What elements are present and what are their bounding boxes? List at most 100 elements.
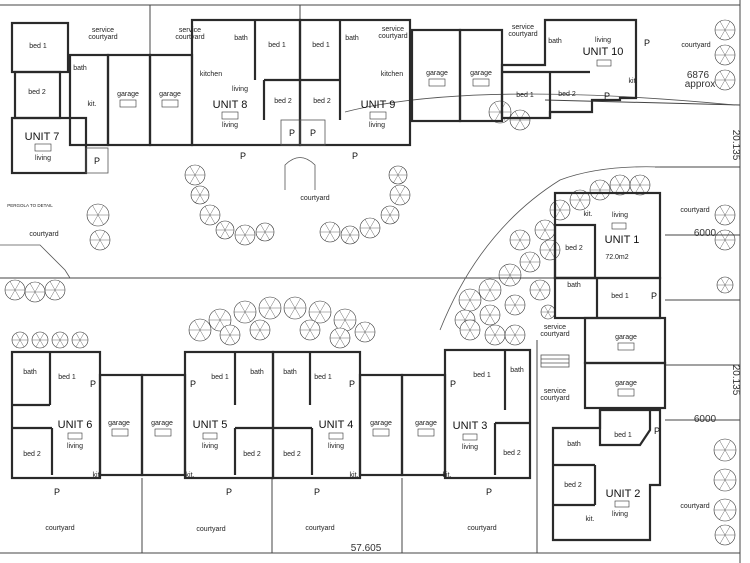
room-label: kitchen [381, 71, 403, 78]
dimension-label: 20.135 [730, 365, 741, 396]
parking-label: P [314, 487, 320, 497]
unit-label: UNIT 2 [606, 488, 641, 500]
room-label: bed 1 [473, 372, 491, 379]
tree-symbol [255, 222, 275, 242]
room-label: kit. [350, 472, 359, 479]
tree-symbol [319, 221, 341, 243]
tree-symbol [86, 203, 110, 227]
tree-symbol [184, 164, 206, 186]
unit-label: UNIT 6 [58, 419, 93, 431]
unit-label: UNIT 5 [193, 419, 228, 431]
room-label: living [462, 444, 478, 451]
tree-symbol [329, 327, 351, 349]
room-label: kit. [584, 211, 593, 218]
unit-label: UNIT 9 [361, 99, 396, 111]
tree-symbol [190, 185, 210, 205]
service-courtyard-label: service [512, 24, 534, 31]
parking-label: P [54, 487, 60, 497]
parking-label: P [226, 487, 232, 497]
unit-8: bed 1 bed 2 bath kitchen living UNIT 8 l… [190, 18, 302, 161]
garage-label: garage [108, 420, 130, 427]
unit-label: UNIT 1 [605, 234, 640, 246]
unit-4: bed 1 bath UNIT 4 living bed 2 kit. P P [271, 350, 362, 497]
room-label: bed 1 [314, 374, 332, 381]
room-label: living [612, 511, 628, 518]
service-courtyard-label: service [92, 27, 114, 34]
service-courtyard-label: courtyard [378, 33, 407, 40]
tree-symbol [188, 318, 212, 342]
courtyard-label: courtyard [681, 42, 710, 49]
room-label: bed 1 [58, 374, 76, 381]
tree-symbol [215, 220, 235, 240]
parking-label: P [90, 379, 96, 389]
courtyard-label: courtyard [45, 525, 74, 532]
tree-symbol [713, 498, 737, 522]
room-label: bath [234, 35, 248, 42]
tree-symbol [714, 229, 736, 251]
tree-symbol [4, 279, 26, 301]
room-label: bath [23, 369, 37, 376]
room-label: living [67, 443, 83, 450]
room-label: bed 2 [503, 450, 521, 457]
courtyard-label: courtyard [196, 526, 225, 533]
room-label: living [595, 37, 611, 44]
tree-symbol [44, 279, 66, 301]
tree-symbol [219, 324, 241, 346]
room-label: bath [548, 38, 562, 45]
tree-symbol [540, 304, 556, 320]
tree-symbol [340, 225, 360, 245]
clothesline [540, 354, 570, 368]
unit-3: bed 1 bath UNIT 3 living bed 2 kit. P P [443, 348, 532, 497]
garage-label: garage [117, 91, 139, 98]
tree-symbol [283, 296, 307, 320]
tree-symbol [208, 308, 232, 332]
tree-symbol [380, 205, 400, 225]
pergola-note: PERGOLA TO DETAIL [7, 203, 53, 208]
room-label: living [35, 155, 51, 162]
room-label: kit. [443, 472, 452, 479]
service-courtyard-label: service [544, 324, 566, 331]
room-label: bath [250, 369, 264, 376]
tree-symbol [589, 179, 611, 201]
tree-symbol [459, 319, 481, 341]
unit-label: UNIT 3 [453, 420, 488, 432]
unit-9: bed 1 bed 2 bath kitchen UNIT 9 living P… [298, 18, 412, 161]
tree-symbol [388, 165, 408, 185]
unit-7: bed 1 bed 2 bath kit. UNIT 7 living P PE… [7, 21, 110, 208]
unit-1: kit. living UNIT 1 72.0m2 bed 2 bath bed… [553, 191, 662, 320]
tree-symbol [714, 44, 736, 66]
room-label: bed 2 [313, 98, 331, 105]
unit-10: bed 1 bed 2 bath living UNIT 10 kit. P P [500, 18, 650, 120]
service-courtyard-label: courtyard [540, 395, 569, 402]
courtyard-label: courtyard [680, 503, 709, 510]
tree-symbol [11, 331, 29, 349]
service-courtyard-label: service [544, 388, 566, 395]
tree-symbol [249, 319, 271, 341]
room-label: bath [345, 35, 359, 42]
room-label: bed 2 [558, 91, 576, 98]
room-label: bed 2 [243, 451, 261, 458]
room-label: bed 2 [28, 89, 46, 96]
service-courtyard-label: courtyard [175, 34, 204, 41]
room-label: kit. [93, 472, 102, 479]
tree-symbol [51, 331, 69, 349]
tree-symbol [716, 276, 734, 294]
unit-label: UNIT 4 [319, 419, 354, 431]
tree-symbol [354, 321, 376, 343]
landscaping-trees [4, 19, 737, 546]
tree-symbol [359, 217, 381, 239]
tree-symbol [498, 263, 522, 287]
tree-symbol [509, 229, 531, 251]
room-label: bed 2 [23, 451, 41, 458]
garages-units-7: garage garage [106, 53, 194, 147]
dimension-label: 6000 [694, 228, 717, 239]
unit-5: bed 1 bath UNIT 5 living bed 2 kit. P P [183, 350, 275, 497]
tree-symbol [233, 300, 257, 324]
tree-symbol [534, 219, 556, 241]
service-courtyard-label: service [179, 27, 201, 34]
dimension-label: 6876 [687, 70, 710, 81]
tree-symbol [509, 109, 531, 131]
room-label: kitchen [200, 71, 222, 78]
